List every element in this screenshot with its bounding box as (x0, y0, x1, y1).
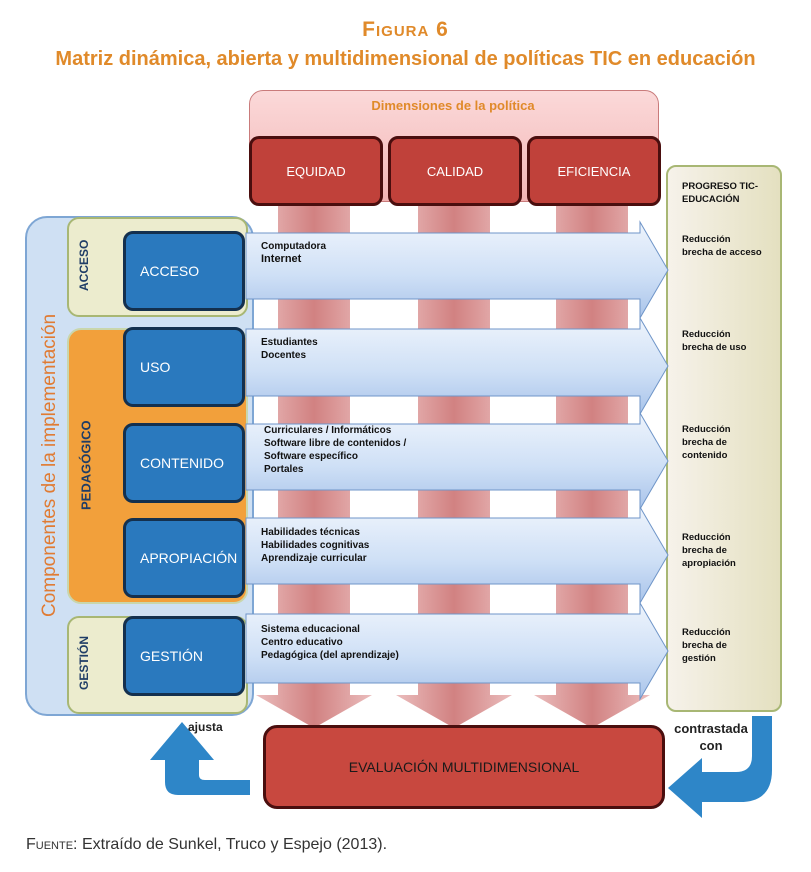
component-gestion: GESTIÓN (123, 616, 245, 696)
dimension-equidad: EQUIDAD (249, 136, 383, 206)
source-text: Extraído de Sunkel, Truco y Espejo (2013… (81, 836, 388, 853)
row-arrow-gestion (245, 601, 669, 701)
row-arrow-apropiacion (245, 505, 669, 605)
component-contenido: CONTENIDO (123, 423, 245, 503)
row-arrow-acceso (245, 220, 669, 320)
row-details-acceso: Computadora Internet (261, 241, 326, 265)
dimensions-title: Dimensiones de la política (371, 98, 535, 113)
figure-title: Matriz dinámica, abierta y multidimensio… (55, 48, 756, 70)
row-details-contenido: Curriculares / Informáticos Software lib… (264, 425, 407, 475)
ajusta-arrow (150, 722, 250, 795)
row-arrow-contenido (245, 411, 669, 511)
row-details-gestion: Sistema educacional Centro educativo Ped… (261, 624, 399, 661)
contrastada-arrow (668, 716, 772, 818)
dimension-calidad: CALIDAD (388, 136, 522, 206)
progress-column (666, 165, 782, 712)
row-details-uso: Estudiantes Docentes (261, 337, 318, 361)
dimension-eficiencia: EFICIENCIA (527, 136, 661, 206)
row-details-apropiacion: Habilidades técnicas Habilidades cogniti… (261, 527, 370, 564)
evaluation-box: EVALUACIÓN MULTIDIMENSIONAL (263, 725, 665, 809)
progress-title: PROGRESO TIC- EDUCACIÓN (682, 181, 759, 205)
source-note: Fuente: Extraído de Sunkel, Truco y Espe… (26, 836, 387, 854)
component-uso: USO (123, 327, 245, 407)
row-arrow-uso (245, 316, 669, 416)
ajusta-label: ajusta (188, 720, 223, 734)
component-apropiacion: APROPIACIÓN (123, 518, 245, 598)
figure-label: Figura 6 (362, 18, 449, 41)
source-prefix: Fuente: (26, 836, 78, 853)
component-acceso: ACCESO (123, 231, 245, 311)
